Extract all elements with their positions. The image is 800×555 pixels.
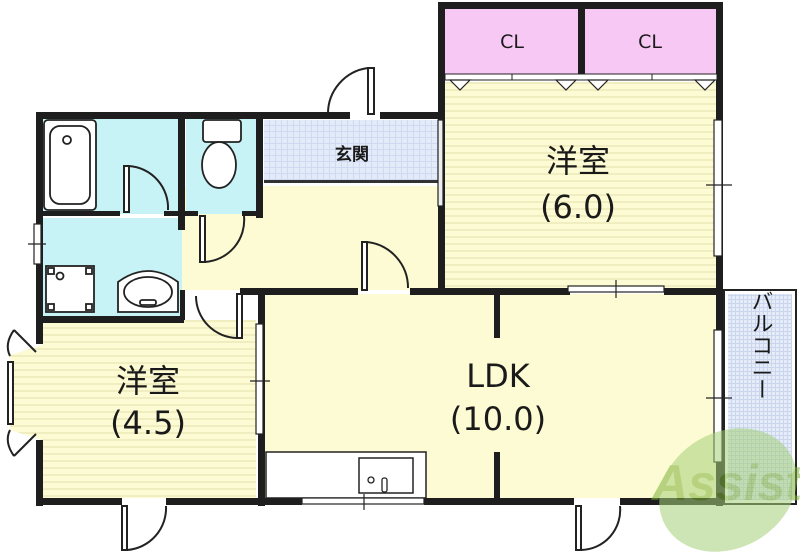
western-room-45-label: 洋室 [116,362,180,400]
western-room-6-floor [444,82,718,288]
bay-window [6,329,37,457]
kitchen-counter [265,451,427,499]
watermark-text: Assist [650,455,800,511]
ldk-label: LDK [466,357,530,395]
closet-1 [444,8,578,76]
western-room-6-label: 洋室 [546,142,610,180]
closet-rails [444,73,718,91]
washing-machine-pan-icon [45,265,95,313]
bathtub-icon [43,119,97,211]
entrance-floor [264,120,440,180]
windows [28,119,732,510]
closet-1-label: CL [500,31,524,53]
toilet-icon [201,119,242,189]
entrance-label: 玄関 [335,144,369,165]
balcony-label: バルコニー [748,290,773,400]
washbasin-icon [117,270,179,313]
doors [121,67,622,551]
western-room-6-size: (6.0) [540,188,616,226]
assist-watermark-logo: Assist [650,428,800,552]
western-room-45-floor [10,320,256,498]
western-room-45-size: (4.5) [110,404,186,442]
closet-2 [584,8,718,76]
ldk-size: (10.0) [450,400,546,438]
closet-2-label: CL [638,31,662,53]
